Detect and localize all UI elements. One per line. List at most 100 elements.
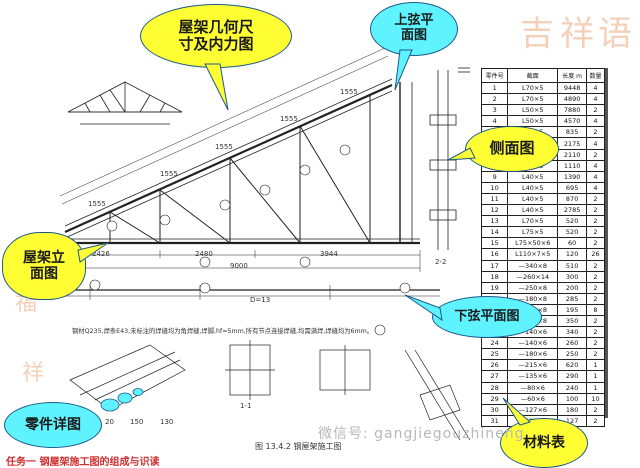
table-cell: 2 (585, 215, 606, 228)
table-cell: —140×6 (507, 337, 559, 350)
table-cell: 2 (585, 226, 606, 239)
svg-text:祥: 祥 (560, 14, 594, 54)
table-cell: L40×5 (507, 170, 559, 183)
table-cell: 13 (480, 215, 509, 228)
table-cell: —135×6 (507, 370, 559, 383)
part-number-markers (89, 144, 411, 336)
table-cell: 520 (557, 215, 587, 228)
table-cell: 2 (585, 292, 606, 305)
table-cell: 14 (480, 226, 509, 239)
svg-text:祥: 祥 (22, 361, 44, 386)
section-label-1-1: 1-1 (240, 402, 252, 410)
dim-top-2: 1555 (160, 170, 178, 178)
table-cell: —60×6 (507, 392, 559, 405)
table-cell: 8 (585, 303, 606, 316)
figure-caption: 图 13.4.2 钢屋架施工图 (255, 442, 342, 451)
table-header: 长度 m (557, 68, 587, 83)
table-cell: 340 (557, 326, 587, 339)
table-cell: 2175 (557, 137, 587, 150)
table-header: 截面 (507, 68, 559, 83)
table-cell: 26 (480, 359, 509, 372)
table-cell: 250 (557, 348, 587, 361)
table-cell: 2 (585, 314, 606, 328)
section-label-2-2: 2-2 (435, 258, 447, 266)
table-cell: 4 (480, 115, 509, 128)
table-cell: 16 (480, 248, 509, 261)
table-cell: 4 (585, 159, 606, 172)
table-cell: L40×5 (507, 181, 559, 194)
footer-text: 任务一 钢屋架施工图的组成与识读 (6, 457, 160, 468)
table-cell: 620 (557, 359, 587, 372)
table-cell: 1110 (557, 159, 587, 172)
table-cell: 835 (557, 126, 587, 139)
table-cell: 12 (480, 204, 509, 217)
dim-2480: 2480 (195, 250, 213, 258)
calligraphy-logo-top: 吉 祥 语 (520, 14, 632, 54)
table-cell: 7880 (557, 104, 587, 117)
table-cell: 1 (480, 81, 509, 95)
table-cell: 28 (480, 381, 509, 394)
table-cell: 19 (480, 281, 509, 294)
table-cell: 4890 (557, 93, 587, 106)
table-cell: 2 (585, 326, 606, 339)
table-cell: —340×8 (507, 259, 559, 272)
svg-text:语: 语 (598, 14, 632, 54)
table-cell: 4570 (557, 115, 587, 128)
table-cell: —250×8 (507, 281, 559, 294)
table-cell: 31 (480, 414, 509, 427)
table-cell: 350 (557, 314, 587, 328)
callout-part-details: 零件详图 (4, 402, 102, 448)
table-cell: 4 (585, 170, 606, 183)
table-cell: 2 (585, 104, 606, 117)
table-cell: 2 (585, 148, 606, 161)
table-cell: 10 (585, 392, 606, 405)
d13-label: D=13 (250, 296, 271, 304)
dim-top-5: 1555 (340, 88, 358, 96)
callout-bottom-chord-plan: 下弦平面图 (432, 296, 542, 338)
table-cell: 290 (557, 370, 587, 383)
table-cell: 29 (480, 392, 509, 405)
table-cell: 2785 (557, 204, 587, 217)
callout-side-view: 侧面图 (465, 126, 559, 172)
calligraphy-logo-bottom: 福 祥 (15, 291, 44, 386)
table-cell: 2 (585, 281, 606, 294)
table-cell: 1390 (557, 170, 587, 183)
table-cell: L110×7×5 (507, 248, 559, 261)
table-cell: 2 (585, 337, 606, 350)
table-cell: —260×14 (507, 270, 559, 283)
detail-views (69, 340, 471, 441)
table-cell: 120 (557, 248, 587, 261)
dim-top-1: 1555 (88, 200, 106, 208)
table-cell: 2 (585, 270, 606, 283)
table-cell: 4 (585, 137, 606, 150)
table-cell: —127×6 (507, 403, 559, 416)
table-cell: 2 (585, 204, 606, 217)
wechat-watermark: 微信号: gangjiegouzhineng (318, 426, 525, 442)
table-cell: 260 (557, 337, 587, 350)
table-cell: 26 (585, 248, 606, 261)
table-cell: 2 (585, 348, 606, 361)
table-header: 零件号 (480, 68, 509, 83)
table-header: 数量 (585, 68, 606, 83)
dim-2426: 2426 (92, 250, 110, 258)
dim-top-3: 1555 (215, 143, 233, 151)
table-cell: L50×5 (507, 115, 559, 128)
table-cell: 25 (480, 348, 509, 361)
table-cell: 2 (585, 259, 606, 272)
table-cell: 9448 (557, 81, 587, 95)
dim-3944: 3944 (320, 250, 338, 258)
truss-elevation-view (59, 47, 440, 300)
truss-geometry-sketch (67, 81, 183, 125)
